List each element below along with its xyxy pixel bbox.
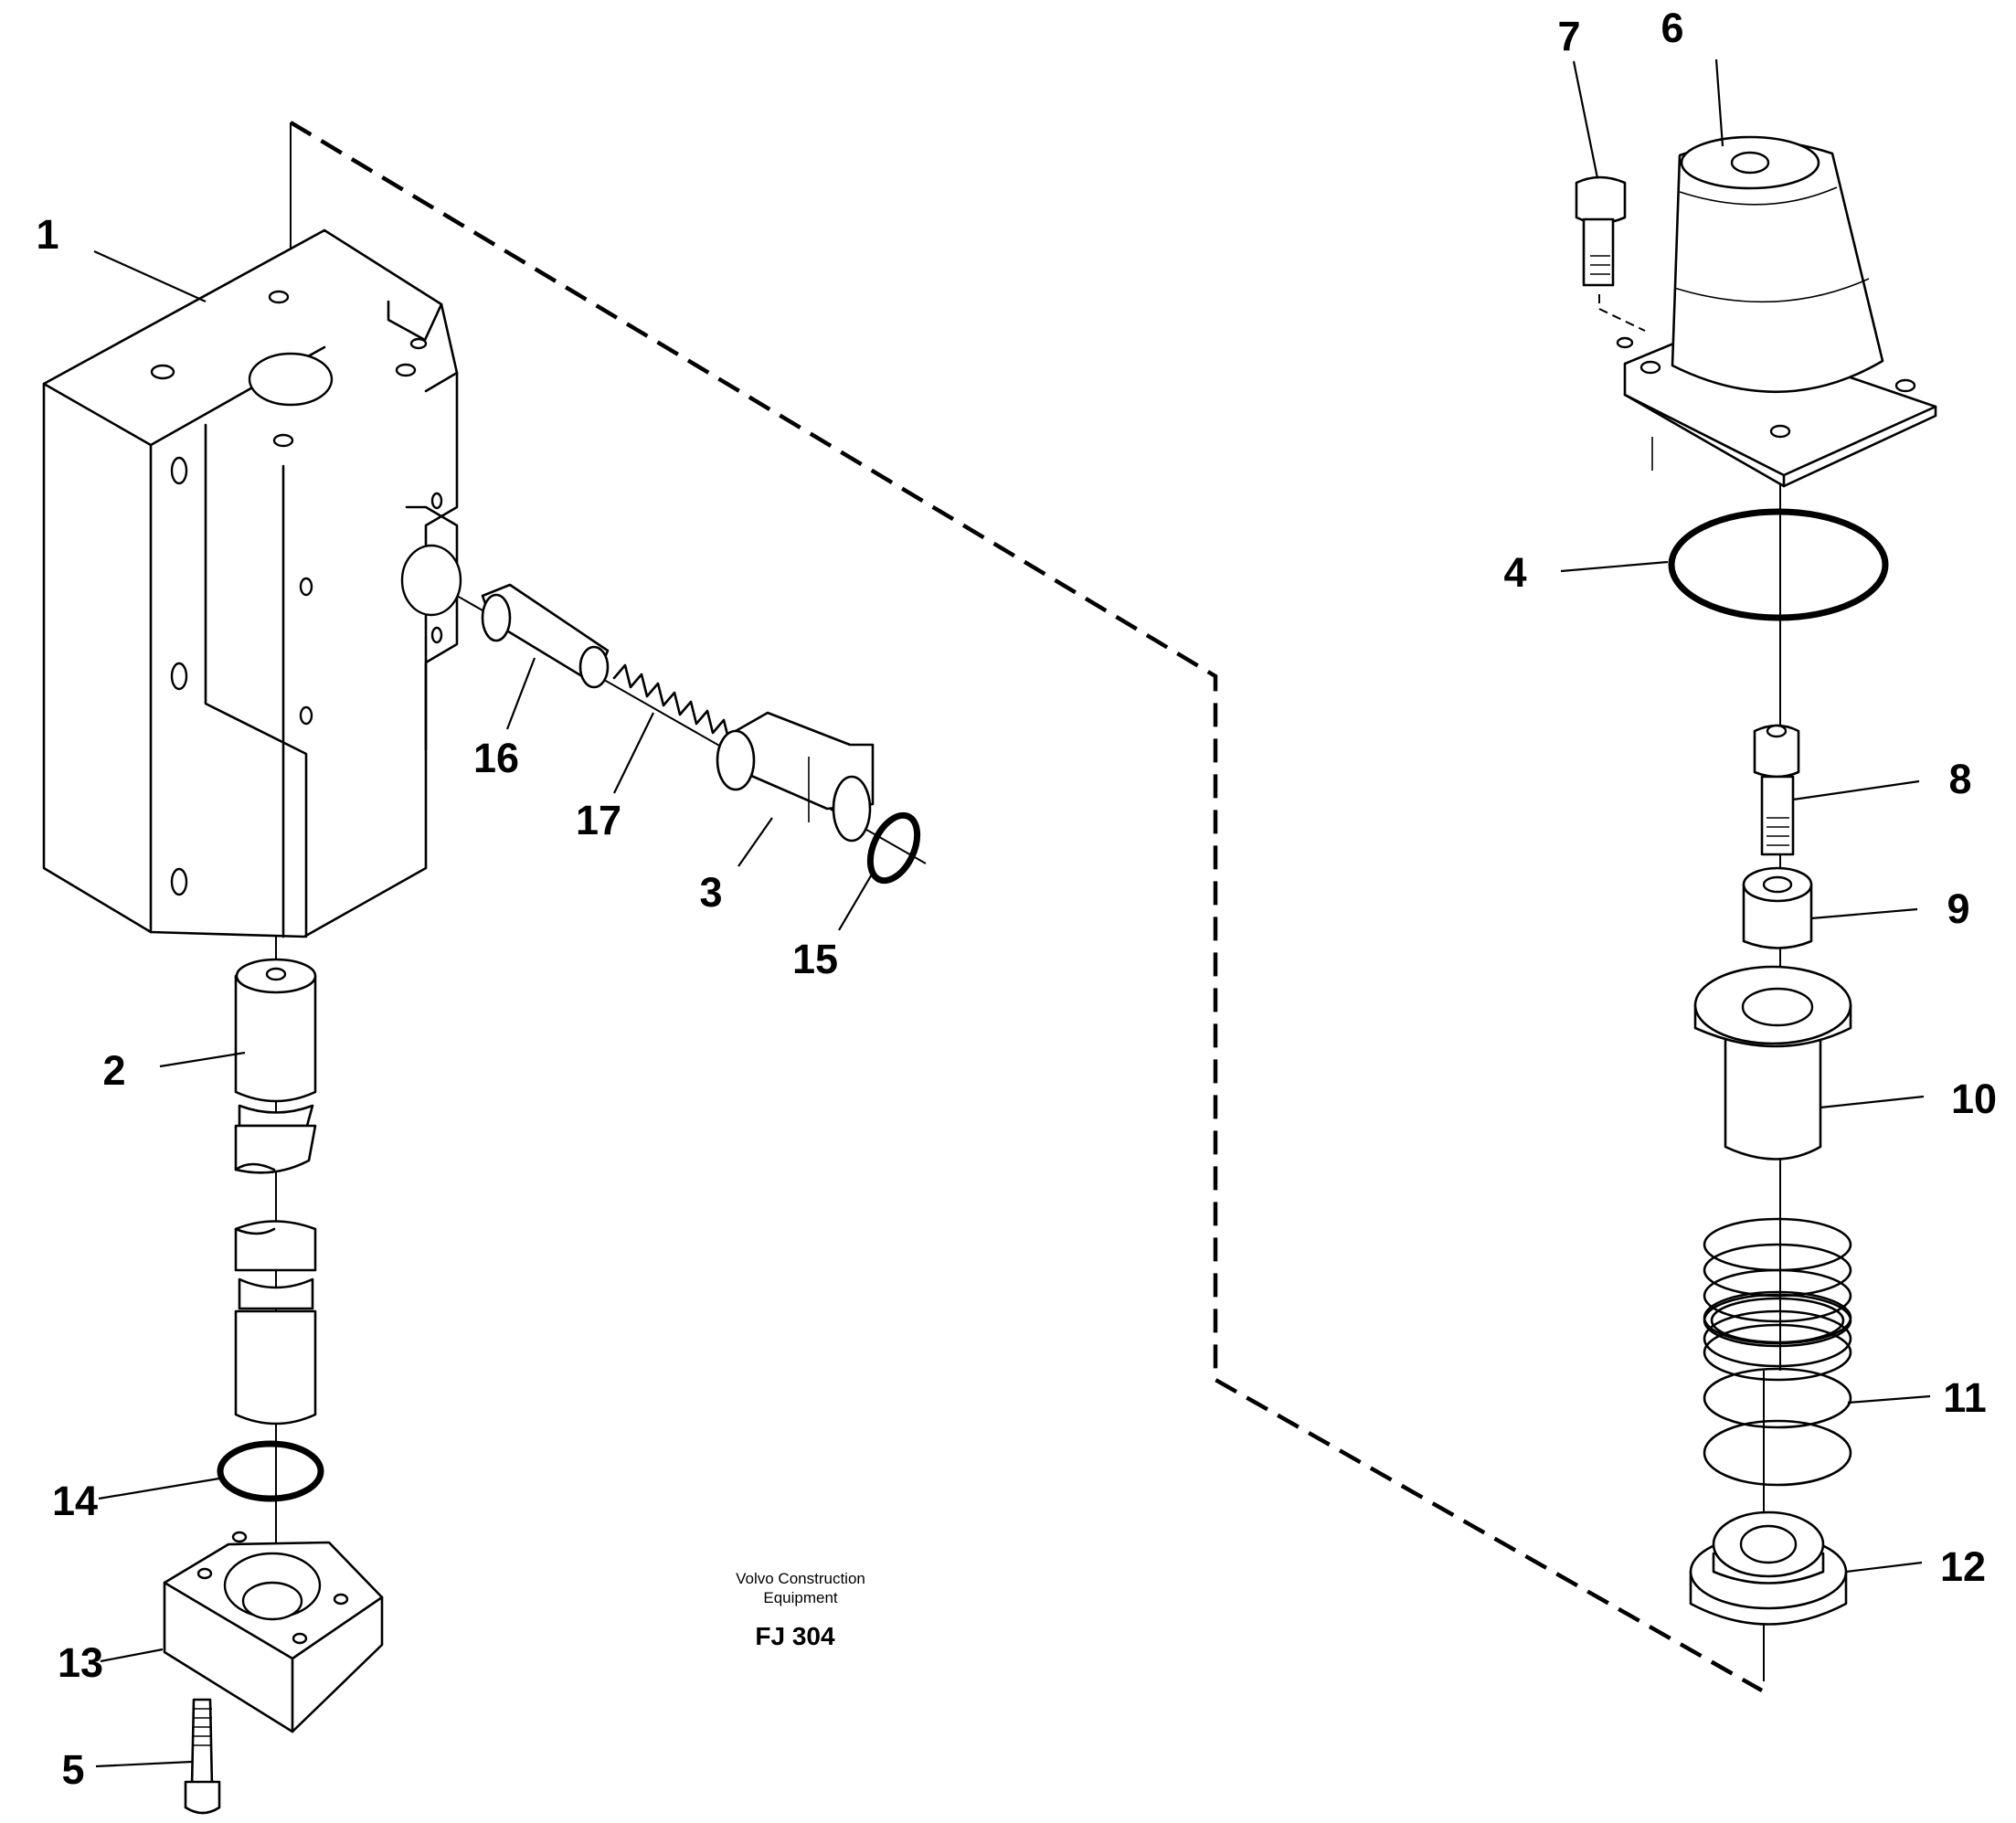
- part-12-spring-seat: [1689, 1510, 1848, 1626]
- callout-16: 16: [473, 735, 519, 781]
- caption-maker-line-1: Volvo Construction: [736, 1570, 865, 1587]
- assembly-boundary-dashed-line: [289, 121, 1764, 1692]
- callout-13: 13: [58, 1639, 103, 1686]
- part-7-bolt: [1575, 175, 1627, 287]
- part-2-spool: [234, 958, 317, 1426]
- part-9-washer: [1742, 866, 1813, 949]
- callout-14: 14: [52, 1478, 98, 1524]
- part-6-cap: [1616, 135, 1937, 488]
- callout-15: 15: [792, 936, 838, 982]
- callout-9: 9: [1947, 885, 1969, 932]
- callout-11: 11: [1943, 1374, 1987, 1421]
- part-13-cover-plate: [163, 1531, 384, 1733]
- part-16-sleeve: [481, 583, 610, 689]
- callout-7: 7: [1557, 13, 1580, 59]
- caption-figure-code: FJ 304: [755, 1622, 835, 1650]
- part-17-spring: [612, 663, 742, 744]
- callout-17: 17: [576, 797, 621, 843]
- part-8-bolt: [1753, 724, 1800, 856]
- callout-2: 2: [102, 1047, 125, 1094]
- part-4-o-ring: [1668, 508, 1889, 621]
- callout-numbers: 1 2 3 4 5 6 7 8 9 10 11 12 13 14 15 16 1…: [36, 5, 1997, 1793]
- callout-12: 12: [1940, 1543, 1986, 1590]
- caption-maker-line-2: Equipment: [763, 1589, 838, 1606]
- part-5-bolt: [184, 1698, 221, 1815]
- callout-leader-lines: [93, 58, 1931, 1768]
- callout-5: 5: [61, 1746, 84, 1793]
- part-15-seal-ring: [866, 811, 921, 885]
- callout-1: 1: [36, 211, 58, 258]
- part-1-valve-body: [42, 228, 462, 938]
- part-14-o-ring: [217, 1440, 324, 1502]
- part-10-bushing: [1693, 965, 1852, 1161]
- callout-4: 4: [1503, 549, 1526, 596]
- callout-6: 6: [1661, 5, 1683, 51]
- part-11-coil-spring: [1703, 1217, 1852, 1487]
- callout-8: 8: [1948, 756, 1971, 802]
- callout-10: 10: [1951, 1076, 1997, 1122]
- diagram-caption: Volvo Construction Equipment FJ 304: [736, 1570, 865, 1650]
- part-3-plug: [716, 711, 875, 843]
- assembly-axis-lines: [275, 122, 1781, 1681]
- callout-3: 3: [699, 869, 722, 916]
